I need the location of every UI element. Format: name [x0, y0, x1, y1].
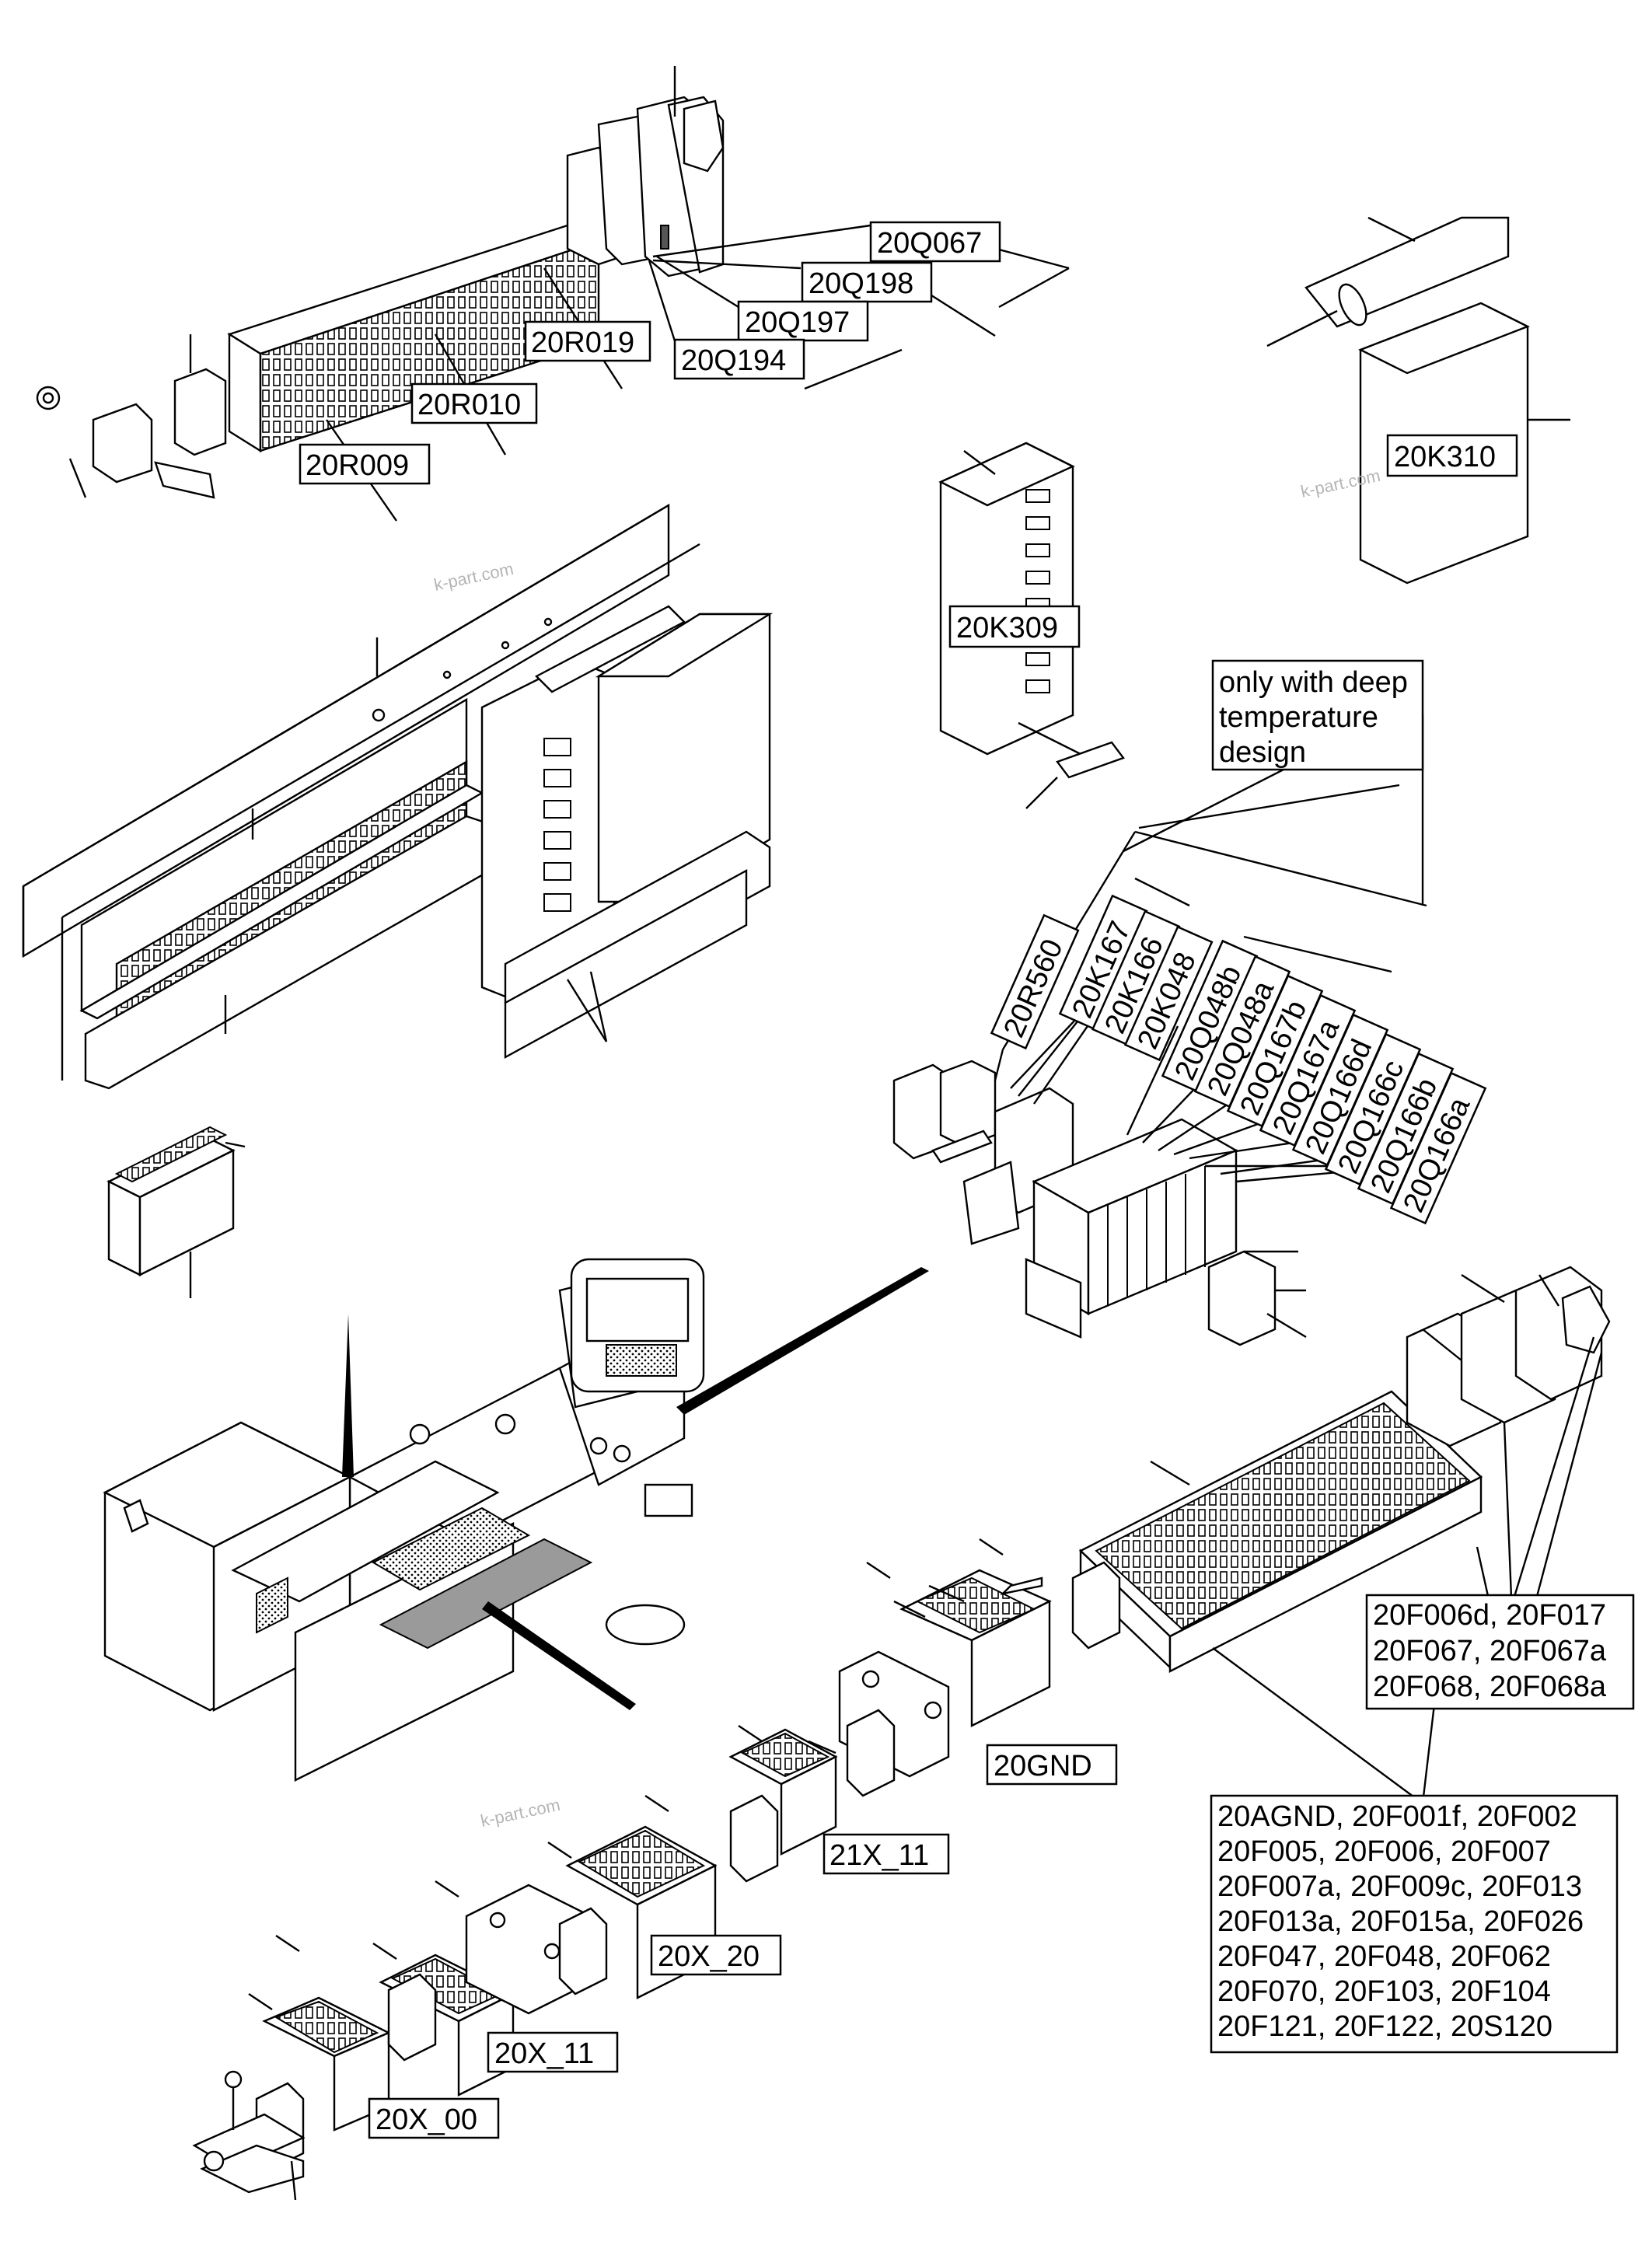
- label-20q197: 20Q197: [745, 306, 850, 339]
- note-deep-temp-line3: design: [1219, 736, 1306, 769]
- label-20q198: 20Q198: [809, 267, 913, 300]
- note-deep-temp-line2: temperature: [1219, 701, 1378, 734]
- machine-body: [103, 1258, 929, 1782]
- label-20q067: 20Q067: [877, 227, 982, 260]
- relay-box-20k310: [1266, 216, 1570, 585]
- label-21x-11: 21X_11: [829, 1839, 929, 1872]
- fuse-bank: [1078, 1266, 1611, 1804]
- label-20x-11: 20X_11: [494, 2037, 594, 2070]
- fuse-group-1-line2: 20F067, 20F067a: [1373, 1635, 1607, 1667]
- label-20gnd: 20GND: [994, 1750, 1092, 1782]
- cable-duct: [107, 1126, 246, 1298]
- label-20r009: 20R009: [306, 449, 409, 482]
- watermark-3: k-part.com: [479, 1795, 562, 1831]
- label-20k309: 20K309: [956, 612, 1058, 644]
- fuse-group-1-line3: 20F068, 20F068a: [1373, 1671, 1607, 1703]
- label-20x-00: 20X_00: [375, 2104, 477, 2136]
- fuse-group-1-line1: 20F006d, 20F017: [1373, 1599, 1606, 1632]
- label-20x-20: 20X_20: [658, 1940, 760, 1973]
- cabinet-assembly: [22, 503, 774, 1090]
- fuse-group-2-line1: 20AGND, 20F001f, 20F002: [1217, 1800, 1577, 1833]
- fuse-group-2-line6: 20F070, 20F103, 20F104: [1217, 1975, 1551, 2008]
- rotated-labels: 20R560 20K167 20K166 20K048 20Q048b 20Q0…: [990, 894, 1487, 1225]
- label-20k310: 20K310: [1394, 441, 1496, 473]
- terminal-group-right: [892, 1060, 1307, 1346]
- fuse-group-2-line3: 20F007a, 20F009c, 20F013: [1217, 1870, 1582, 1903]
- watermark-1: k-part.com: [432, 559, 515, 595]
- label-20r560: 20R560: [997, 934, 1070, 1042]
- label-20r010: 20R010: [417, 389, 521, 421]
- callout-labels: 20Q067 20Q198 20Q197 20Q194 20R019 20R01…: [299, 221, 1635, 2139]
- note-deep-temp-line1: only with deep: [1219, 666, 1408, 699]
- fuse-group-2-line5: 20F047, 20F048, 20F062: [1217, 1940, 1551, 1973]
- fuse-group-2-line2: 20F005, 20F006, 20F007: [1217, 1835, 1551, 1868]
- label-20r019: 20R019: [531, 326, 634, 359]
- terminal-strip-top: [36, 66, 725, 499]
- fuse-group-2-line7: 20F121, 20F122, 20S120: [1217, 2010, 1552, 2043]
- fuse-group-2-line4: 20F013a, 20F015a, 20F026: [1217, 1905, 1584, 1938]
- label-20q194: 20Q194: [681, 344, 786, 377]
- relay-panel-20k309: [938, 442, 1125, 809]
